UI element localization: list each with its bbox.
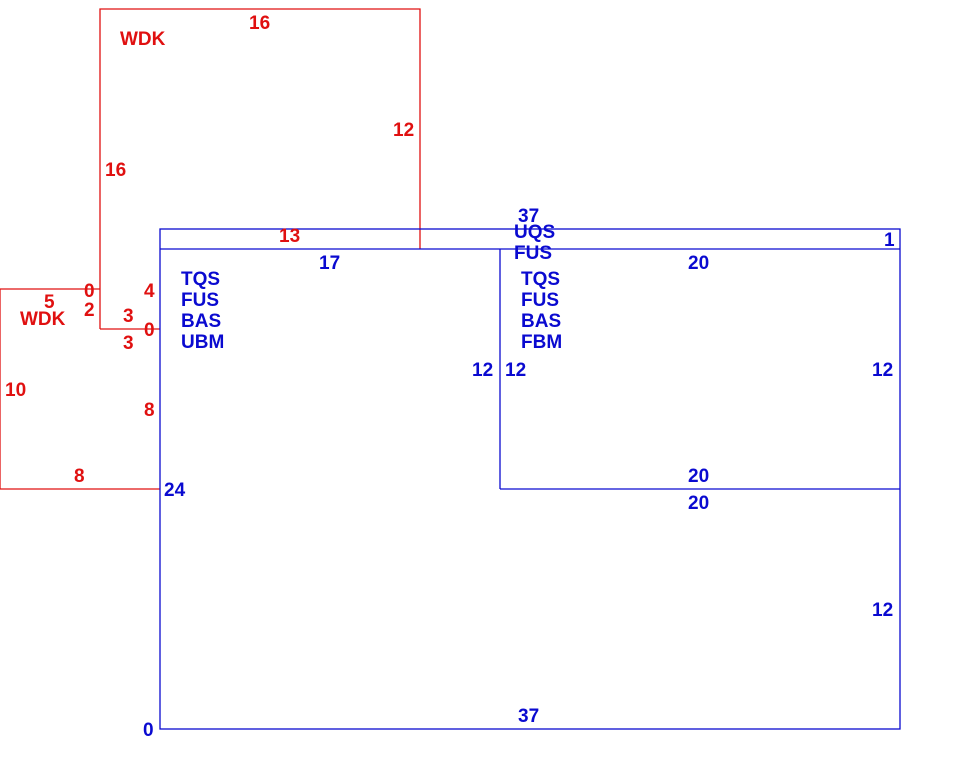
left-wdk-top-mid-dimension: 5 xyxy=(44,292,55,313)
main-outline xyxy=(159,228,901,730)
left-wdk-inner-a: 2 xyxy=(84,300,95,321)
upper-wdk-right-dimension: 12 xyxy=(393,120,414,141)
upper-wdk-title: WDK xyxy=(120,29,166,50)
room-right-code: FBM xyxy=(521,332,562,353)
main-right-lower-dimension: 12 xyxy=(872,600,893,621)
upper-wdk-left-dimension: 16 xyxy=(105,160,126,181)
room-right-bottom-dimension: 20 xyxy=(688,466,709,487)
main-bottom-left-dimension: 0 xyxy=(143,720,154,741)
main-top-dimension: 37 xyxy=(518,206,539,227)
room-right-right-dimension: 12 xyxy=(872,360,893,381)
upper-wdk-top-dimension: 16 xyxy=(249,13,270,34)
main-left-lower-dimension: 24 xyxy=(164,480,186,501)
left-wdk-bottom-dimension: 8 xyxy=(74,466,85,487)
main-top-right-dimension: 1 xyxy=(884,230,895,251)
left-wdk-title: WDK xyxy=(20,309,66,330)
room-right-below-dimension: 20 xyxy=(688,493,709,514)
room-left-code: UBM xyxy=(181,332,224,353)
upper-wdk-outline xyxy=(99,8,421,329)
left-wdk-top-left-dimension: 0 xyxy=(84,281,95,302)
room-right-code: BAS xyxy=(521,311,561,332)
left-wdk-inner-b: 4 xyxy=(144,281,155,302)
room-left-code: FUS xyxy=(181,290,219,311)
room-right-left-dimension: 12 xyxy=(505,360,526,381)
main-bottom-dimension: 37 xyxy=(518,706,539,727)
top-strip-code: FUS xyxy=(514,243,552,264)
room-right-top-dimension: 20 xyxy=(688,253,709,274)
left-wdk-right-dimension: 8 xyxy=(144,400,155,421)
left-wdk-outline xyxy=(0,288,160,490)
room-left-top-dimension: 17 xyxy=(319,253,340,274)
room-left-right-dimension: 12 xyxy=(472,360,493,381)
room-right-code: TQS xyxy=(521,269,560,290)
left-wdk-inner-c: 3 xyxy=(123,306,134,327)
left-wdk-left-dimension: 10 xyxy=(5,380,26,401)
room-left-code: BAS xyxy=(181,311,221,332)
left-wdk-inner-d: 0 xyxy=(144,320,155,341)
upper-wdk-bottom-dimension: 13 xyxy=(279,226,300,247)
left-wdk-inner-e: 3 xyxy=(123,333,134,354)
room-right-code: FUS xyxy=(521,290,559,311)
room-left-code: TQS xyxy=(181,269,220,290)
top-strip-code: UQS xyxy=(514,222,555,243)
